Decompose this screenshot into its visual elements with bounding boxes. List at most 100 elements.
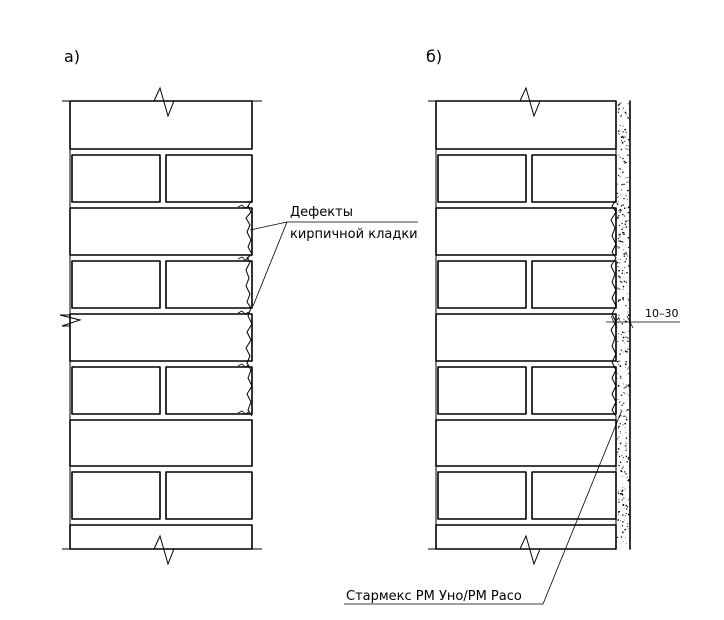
bottom-break-line: [62, 534, 262, 566]
stipple-dot: [628, 331, 629, 332]
stipple-dot: [618, 299, 620, 302]
stipple-dot: [627, 149, 629, 151]
stipple-dot: [622, 130, 624, 133]
stipple-dot: [617, 111, 620, 113]
panel-b: б): [344, 47, 680, 605]
stipple-dot: [625, 384, 627, 386]
stipple-dot: [620, 115, 622, 117]
stipple-dot: [624, 177, 626, 179]
stipple-dot: [625, 226, 628, 228]
stipple-dot: [622, 204, 624, 206]
stipple-dot: [621, 222, 623, 224]
stipple-dot: [622, 285, 625, 288]
bottom-break-line: [428, 534, 616, 566]
stipple-dot: [623, 255, 625, 257]
stipple-dot: [618, 364, 620, 366]
stipple-dot: [618, 269, 620, 272]
stipple-dot: [618, 275, 620, 278]
layer-inner-face: [610, 101, 617, 549]
stipple-dot: [624, 519, 626, 521]
stipple-dot: [625, 504, 627, 507]
stipple-dot: [624, 111, 627, 114]
stipple-dot: [620, 193, 622, 195]
stipple-dot: [623, 387, 625, 389]
stipple-dot: [623, 253, 626, 255]
stipple-dot: [619, 280, 622, 283]
stipple-dot: [624, 393, 626, 395]
stipple-dot: [628, 300, 630, 302]
brick: [71, 471, 161, 520]
brick-course: [69, 207, 253, 256]
stipple-dot: [623, 280, 626, 283]
stipple-dot: [627, 368, 629, 370]
material-leader: Стармекс РМ Уно/РМ Расо: [344, 409, 623, 605]
stipple-dot: [623, 541, 624, 542]
leader-line: [344, 409, 623, 605]
stipple-dot: [628, 314, 630, 317]
stipple-dot: [622, 125, 624, 127]
stipple-dot: [622, 456, 624, 459]
stipple-dot: [620, 205, 623, 207]
stipple-dot: [619, 125, 621, 127]
stipple-dot: [620, 259, 622, 261]
stipple-dot: [627, 177, 629, 178]
stipple-dot: [625, 432, 627, 434]
stipple-dot: [627, 527, 629, 529]
stipple-dot: [623, 160, 625, 163]
stipple-dot: [623, 242, 624, 244]
stipple-dot: [619, 520, 621, 522]
stipple-dot: [624, 350, 627, 352]
stipple-dot: [624, 273, 625, 274]
stipple-dot: [624, 422, 627, 425]
stipple-dot: [620, 189, 623, 191]
stipple-dot: [623, 197, 625, 200]
defect-mark: [237, 204, 250, 209]
stipple-dot: [623, 232, 625, 234]
stipple-dot: [616, 262, 619, 264]
defect-mark: [237, 256, 250, 261]
brick: [437, 471, 527, 520]
stipple-dot: [617, 183, 619, 185]
stipple-dot: [620, 394, 623, 396]
stipple-dot: [628, 298, 629, 300]
stipple-dot: [625, 455, 628, 458]
stipple-dot: [619, 353, 621, 355]
stipple-dot: [616, 217, 619, 219]
stipple-dot: [616, 536, 619, 539]
stipple-dot: [624, 488, 626, 490]
defects-leader: Дефекты кирпичной кладки: [249, 205, 418, 307]
stipple-dot: [619, 423, 621, 425]
stipple-dot: [618, 499, 620, 501]
stipple-dot: [619, 156, 621, 158]
stipple-dot: [623, 207, 626, 209]
stipple-dot: [618, 490, 620, 492]
stipple-dot: [626, 461, 628, 463]
stipple-dot: [625, 252, 627, 254]
stipple-dot: [627, 523, 629, 525]
stipple-dot: [618, 196, 619, 197]
brick: [165, 471, 253, 520]
stipple-dot: [619, 133, 620, 135]
defects-label-line1: Дефекты: [290, 205, 353, 220]
thickness-dimension: 10–30: [606, 307, 680, 329]
stipple-dot: [619, 211, 621, 213]
brick: [437, 260, 527, 309]
stipple-dot: [623, 318, 625, 320]
stipple-dot: [625, 508, 628, 510]
stipple-dot: [621, 228, 623, 231]
stipple-dot: [617, 237, 620, 240]
stipple-dot: [619, 442, 622, 445]
stipple-dot: [616, 318, 619, 320]
stipple-dot: [617, 511, 620, 513]
stipple-dot: [617, 104, 620, 106]
stipple-dot: [617, 196, 619, 198]
defect-mark: [237, 310, 250, 315]
stipple-dot: [618, 234, 620, 236]
brick: [531, 366, 617, 415]
panel-b-label: б): [426, 47, 442, 66]
stipple-dot: [627, 206, 630, 209]
stipple-dot: [618, 333, 619, 335]
stipple-dot: [627, 367, 629, 368]
stipple-dot: [617, 519, 619, 521]
stipple-dot: [627, 103, 629, 105]
